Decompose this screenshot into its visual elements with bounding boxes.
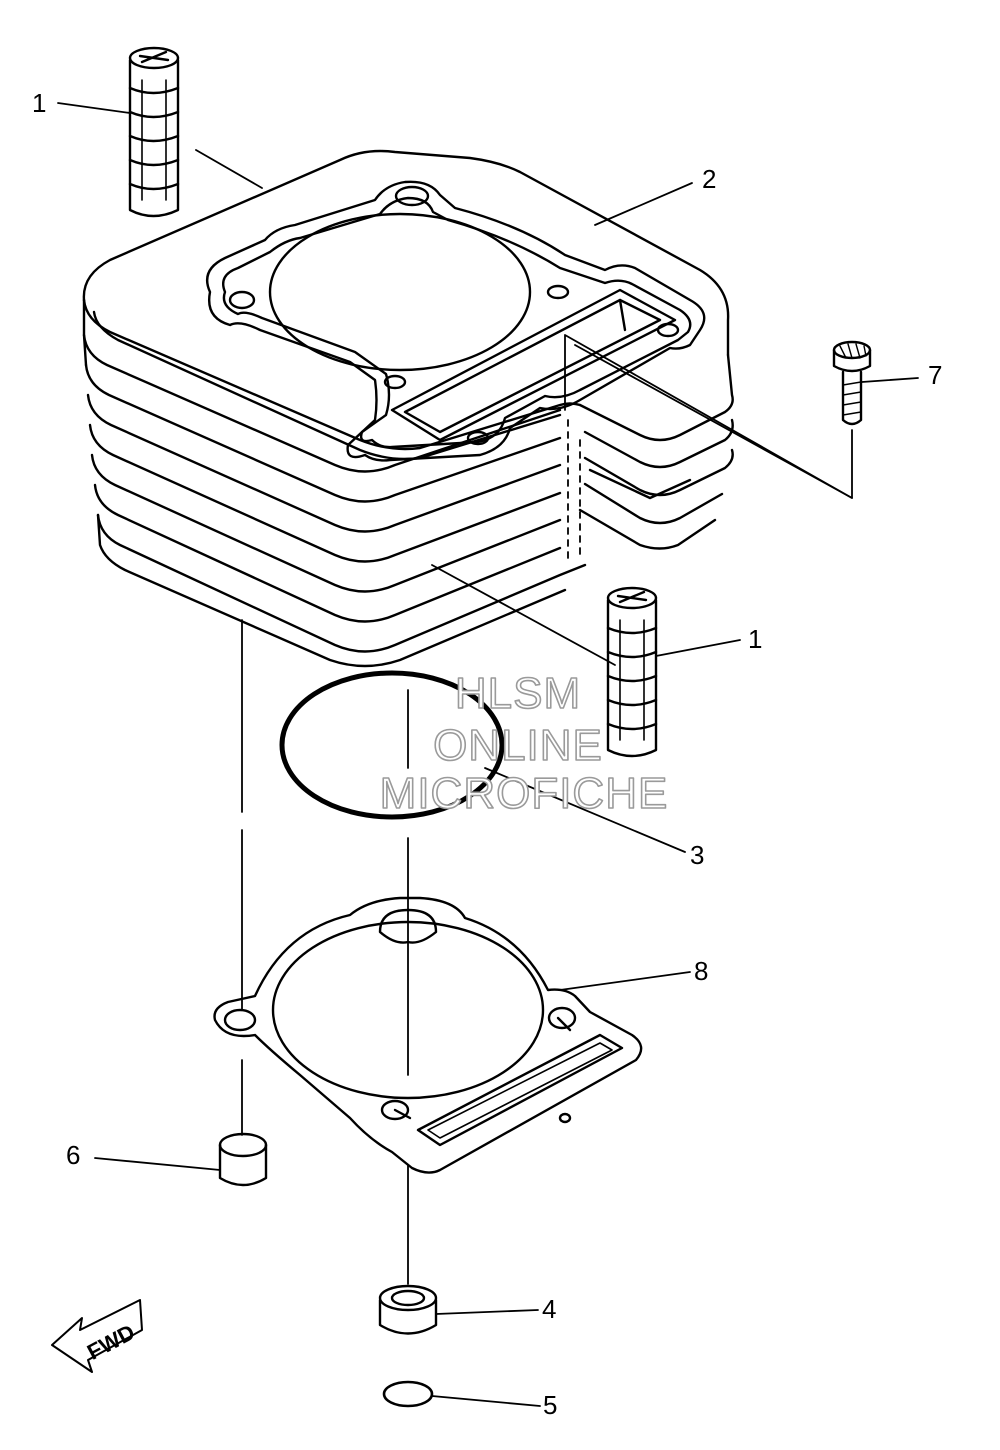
watermark: HLSM ONLINE MICROFICHE: [379, 668, 669, 819]
callout-4: 4: [542, 1294, 556, 1324]
callout-7: 7: [928, 360, 942, 390]
watermark-line-2: ONLINE: [433, 721, 603, 770]
dowel-collar: [378, 1284, 438, 1335]
dowel-bushing: [218, 1132, 268, 1187]
cylinder-base-gasket: [213, 896, 643, 1174]
leader-lines: [57, 102, 919, 1407]
callout-1-lower: 1: [748, 624, 762, 654]
callout-8: 8: [694, 956, 708, 986]
callout-numbers: 1 2 7 1 3 8 6 4 5: [32, 88, 942, 1420]
o-ring-small: [382, 1380, 434, 1408]
fwd-label: FWD: [83, 1319, 139, 1365]
callout-2: 2: [702, 164, 716, 194]
dowel-pin-top: [128, 46, 180, 218]
watermark-line-3: MICROFICHE: [380, 769, 669, 818]
forward-direction-arrow: FWD: [51, 1299, 143, 1373]
callout-3: 3: [690, 840, 704, 870]
callout-5: 5: [543, 1390, 557, 1420]
callout-6: 6: [66, 1140, 80, 1170]
dowel-pin-lower: [606, 586, 658, 758]
o-ring-large: [279, 670, 505, 820]
watermark-line-1: HLSM: [455, 669, 581, 718]
bolt: [832, 340, 872, 426]
cylinder-block: [82, 149, 734, 668]
callout-1-top: 1: [32, 88, 46, 118]
